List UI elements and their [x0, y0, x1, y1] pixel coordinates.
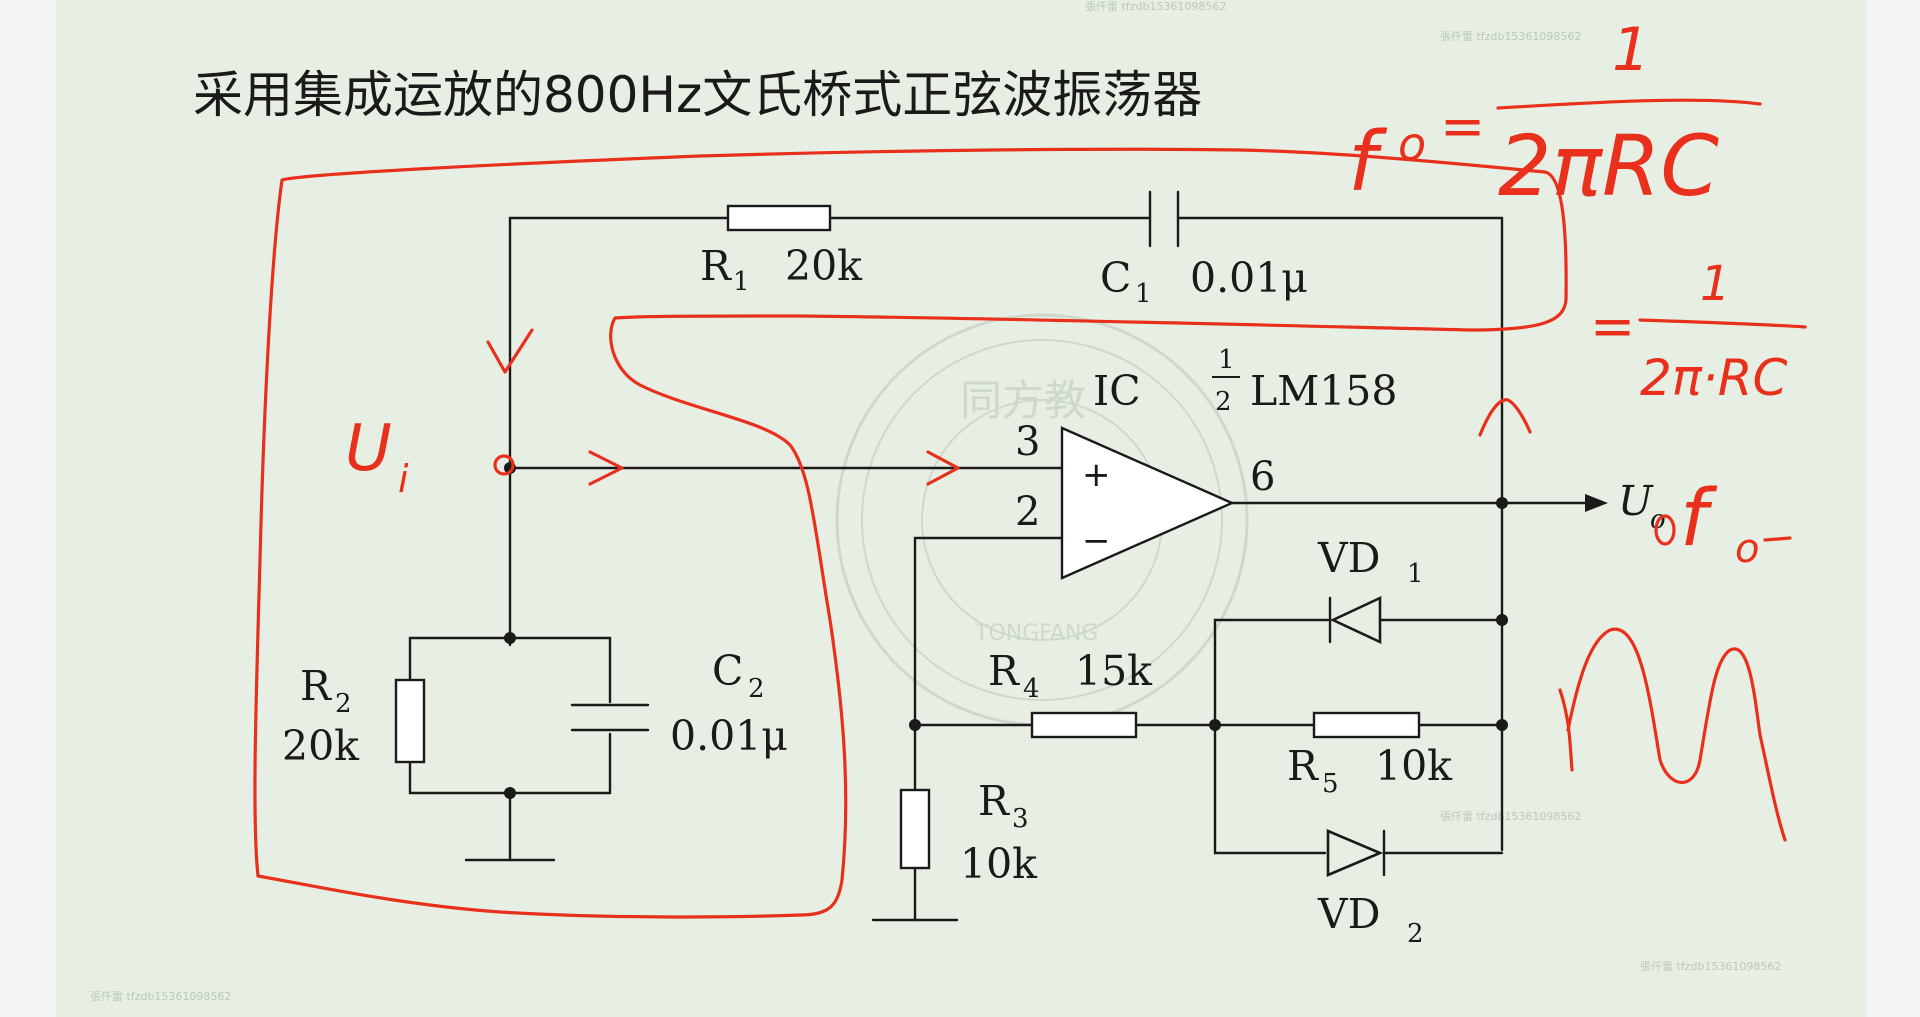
- ink-formula-f0: f o = 1 2πRC: [1348, 15, 1762, 215]
- svg-text:R: R: [988, 647, 1020, 695]
- opamp-plus-sign: +: [1082, 455, 1111, 495]
- ink-check-mark: [486, 328, 534, 374]
- resistor-r2: [394, 678, 426, 764]
- junction-dots: [504, 462, 1508, 799]
- svg-text:R: R: [1287, 742, 1319, 790]
- svg-text:IC: IC: [1093, 367, 1141, 415]
- svg-text:1: 1: [1218, 345, 1235, 375]
- svg-text:i: i: [398, 457, 409, 501]
- svg-text:LM158: LM158: [1250, 367, 1397, 415]
- svg-text:R: R: [978, 777, 1010, 825]
- svg-text:o: o: [1735, 526, 1759, 572]
- svg-text:4: 4: [1023, 674, 1040, 704]
- svg-text:R: R: [700, 242, 732, 290]
- svg-text:1: 1: [1135, 279, 1152, 309]
- seal-text: 同方教: [960, 376, 1086, 425]
- watermark-text: 張仟雷 tfzdb15361098562: [90, 990, 231, 1003]
- svg-text:C: C: [712, 647, 743, 695]
- watermark-text: 張仟雷 tfzdb15361098562: [1085, 0, 1226, 13]
- svg-text:1: 1: [1612, 15, 1650, 85]
- label-c1: C 1 0.01μ: [1100, 254, 1308, 309]
- label-c2: C 2 0.01μ: [670, 647, 788, 760]
- svg-text:2π·RC: 2π·RC: [1640, 349, 1788, 407]
- svg-text:10k: 10k: [960, 840, 1038, 888]
- svg-text:R: R: [300, 662, 332, 710]
- ink-formula-2: = 1 2π·RC: [1590, 256, 1807, 407]
- resistor-r4: [1030, 711, 1138, 739]
- label-r5: R 5 10k: [1287, 742, 1453, 799]
- pin-3-label: 3: [1015, 419, 1040, 465]
- svg-text:5: 5: [1322, 769, 1339, 799]
- label-r1: R 1 20k: [700, 242, 863, 297]
- svg-text:U: U: [1618, 477, 1654, 525]
- circuit-wires: [408, 216, 1608, 922]
- watermark-text: 張仟雷 tfzdb15361098562: [1440, 30, 1581, 43]
- capacitor-c1: [1148, 190, 1180, 248]
- opamp-minus-sign: −: [1082, 521, 1111, 561]
- ink-input-label: U i: [345, 412, 409, 501]
- label-r2: R 2 20k: [282, 662, 360, 770]
- svg-text:2: 2: [748, 674, 765, 704]
- ink-feedback-loop: [253, 147, 1568, 919]
- seal-brand: TONGFANG: [974, 621, 1098, 646]
- slide-panel: [56, 0, 1866, 1017]
- svg-text:1: 1: [1407, 559, 1424, 589]
- opamp-triangle: [1060, 426, 1235, 580]
- diode-vd1: [1328, 595, 1382, 645]
- svg-text:20k: 20k: [282, 722, 360, 770]
- svg-text:2: 2: [1407, 919, 1424, 949]
- svg-text:2: 2: [1215, 387, 1232, 417]
- ink-node-circle: [493, 454, 515, 476]
- ink-waveform-sketch: [1558, 627, 1787, 842]
- svg-text:=: =: [1590, 295, 1635, 358]
- svg-text:15k: 15k: [1075, 647, 1153, 695]
- label-vd1: VD 1: [1317, 534, 1424, 589]
- resistor-r1: [726, 204, 832, 232]
- svg-text:1: 1: [733, 267, 750, 297]
- svg-text:1: 1: [1700, 256, 1731, 312]
- capacitor-c2: [570, 703, 650, 732]
- svg-text:VD: VD: [1317, 890, 1380, 938]
- label-ic: IC 1 2 LM158: [1093, 345, 1397, 417]
- ink-arrow: [926, 450, 960, 486]
- svg-text:10k: 10k: [1375, 742, 1453, 790]
- resistor-r3: [899, 788, 931, 870]
- diode-vd2: [1326, 829, 1386, 877]
- page-title: 采用集成运放的800Hz文氏桥式正弦波振荡器: [193, 66, 1202, 124]
- svg-text:3: 3: [1012, 804, 1029, 834]
- svg-text:20k: 20k: [785, 242, 863, 290]
- svg-text:C: C: [1100, 254, 1131, 302]
- svg-text:o: o: [1398, 117, 1426, 171]
- svg-text:=: =: [1440, 95, 1485, 158]
- svg-text:VD: VD: [1317, 534, 1380, 582]
- watermark-text: 張仟雷 tfzdb15361098562: [1640, 960, 1781, 973]
- ink-caret-mark: [1478, 398, 1532, 437]
- ink-output-circle: [1654, 514, 1676, 546]
- svg-text:2πRC: 2πRC: [1498, 117, 1719, 215]
- watermark-seal: 同方教 TONGFANG: [835, 313, 1249, 727]
- ink-arrow: [588, 450, 624, 486]
- pin-2-label: 2: [1015, 489, 1040, 535]
- label-vd2: VD 2: [1317, 890, 1424, 949]
- resistor-r5: [1312, 711, 1421, 739]
- label-r3: R 3 10k: [960, 777, 1038, 888]
- label-r4: R 4 15k: [988, 647, 1153, 704]
- svg-text:U: U: [345, 412, 392, 486]
- watermark-text: 張仟雷 tfzdb15361098562: [1440, 810, 1581, 823]
- pin-6-label: 6: [1250, 454, 1275, 500]
- svg-text:2: 2: [335, 689, 352, 719]
- svg-text:0.01μ: 0.01μ: [670, 712, 788, 760]
- svg-text:0.01μ: 0.01μ: [1190, 254, 1308, 302]
